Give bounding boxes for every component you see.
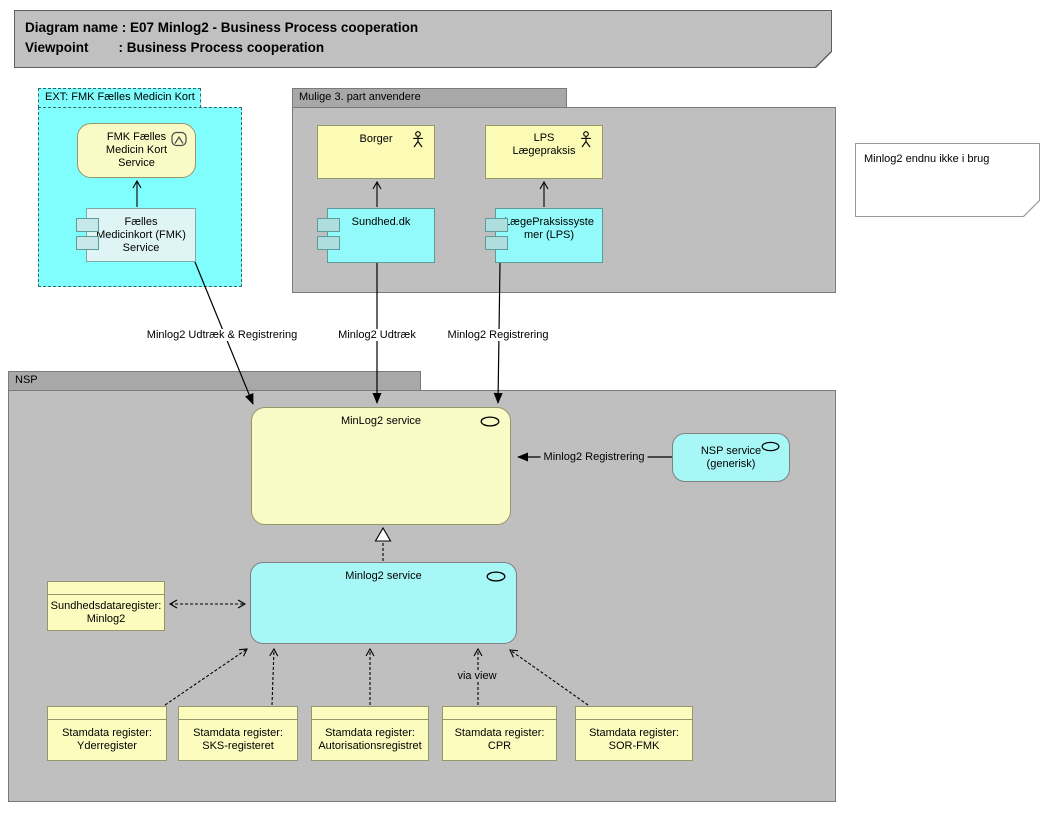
edge-label-nsp-registrering: Minlog2 Registrering [540,451,648,463]
group-tab-mulige[interactable]: Mulige 3. part anvendere [292,88,567,108]
note-text: Minlog2 endnu ikke i brug [864,153,990,165]
group-label-ext: EXT: FMK Fælles Medicin Kort [45,91,195,103]
node-stamdata-sks[interactable]: Stamdata register: SKS-registeret [178,706,298,761]
object-header-strip [312,707,428,720]
node-label: Stamdata register: SOR-FMK [589,727,679,752]
node-label: MinLog2 service [340,415,422,427]
node-label: Stamdata register: CPR [454,727,545,752]
edge-label-registrering: Minlog2 Registrering [444,329,552,341]
object-header-strip [179,707,297,720]
component-icon [317,218,340,232]
actor-icon [413,131,423,148]
node-lps[interactable]: LPS Lægepraksis [485,125,603,179]
node-label: Stamdata register: Yderregister [62,727,152,752]
component-icon [76,236,99,250]
edge-label-via-view: via view [454,670,500,682]
edge-label-udtraek-registrering: Minlog2 Udtræk & Registrering [143,329,301,341]
node-label: Borger [359,133,393,145]
node-minlog2-service-infra[interactable]: Minlog2 service [250,562,517,644]
group-tab-ext[interactable]: EXT: FMK Fælles Medicin Kort [38,88,201,108]
node-label: Sundhedsdataregister: Minlog2 [50,599,162,625]
node-fmk-component[interactable]: Fælles Medicinkort (FMK) Service [76,208,196,262]
diagram-title-line1: Diagram name : E07 Minlog2 - Business Pr… [25,20,419,35]
service-oval-icon [486,571,506,582]
diagram-title-box: Diagram name : E07 Minlog2 - Business Pr… [14,10,832,68]
object-header-strip [48,582,164,595]
node-stamdata-yderregister[interactable]: Stamdata register: Yderregister [47,706,167,761]
node-minlog2-service-app[interactable]: MinLog2 service [251,407,511,525]
service-oval-icon [480,416,500,427]
component-icon [485,236,508,250]
node-lps-system[interactable]: LægePraksissystemer (LPS) [485,208,603,263]
node-label: Minlog2 service [345,570,422,582]
chevron-badge-icon [171,131,187,147]
note-box[interactable]: Minlog2 endnu ikke i brug [855,143,1040,217]
node-stamdata-cpr[interactable]: Stamdata register: CPR [442,706,557,761]
node-label: Stamdata register: Autorisationsregistre… [318,727,422,752]
component-icon [317,236,340,250]
node-label: Sundhed.dk [351,216,411,228]
object-header-strip [48,707,166,720]
diagram-title-line2: Viewpoint : Business Process cooperation [25,40,325,55]
group-label-nsp: NSP [15,374,38,386]
service-oval-icon [761,441,780,452]
node-fmk-service[interactable]: FMK Fælles Medicin Kort Service [77,123,196,178]
node-label: LPS Lægepraksis [512,132,576,157]
node-label: LægePraksissystemer (LPS) [504,216,594,241]
folded-corner-icon [815,51,832,68]
node-stamdata-sor-fmk[interactable]: Stamdata register: SOR-FMK [575,706,693,761]
component-icon [485,218,508,232]
component-icon [76,218,99,232]
node-label: Stamdata register: SKS-registeret [193,727,283,752]
object-header-strip [576,707,692,720]
node-borger[interactable]: Borger [317,125,435,179]
edge-label-udtraek: Minlog2 Udtræk [335,329,419,341]
node-label: FMK Fælles Medicin Kort Service [105,131,168,169]
node-sundhedsdataregister[interactable]: Sundhedsdataregister: Minlog2 [47,581,165,631]
node-nsp-service[interactable]: NSP service (generisk) [672,433,790,482]
group-label-mulige: Mulige 3. part anvendere [299,91,421,103]
node-label: NSP service (generisk) [700,444,762,470]
folded-corner-icon [1023,200,1040,217]
group-tab-nsp[interactable]: NSP [8,371,421,391]
node-label: Fælles Medicinkort (FMK) Service [96,215,186,254]
node-sundhed-dk[interactable]: Sundhed.dk [317,208,435,263]
node-stamdata-autorisation[interactable]: Stamdata register: Autorisationsregistre… [311,706,429,761]
actor-icon [581,131,591,148]
object-header-strip [443,707,556,720]
